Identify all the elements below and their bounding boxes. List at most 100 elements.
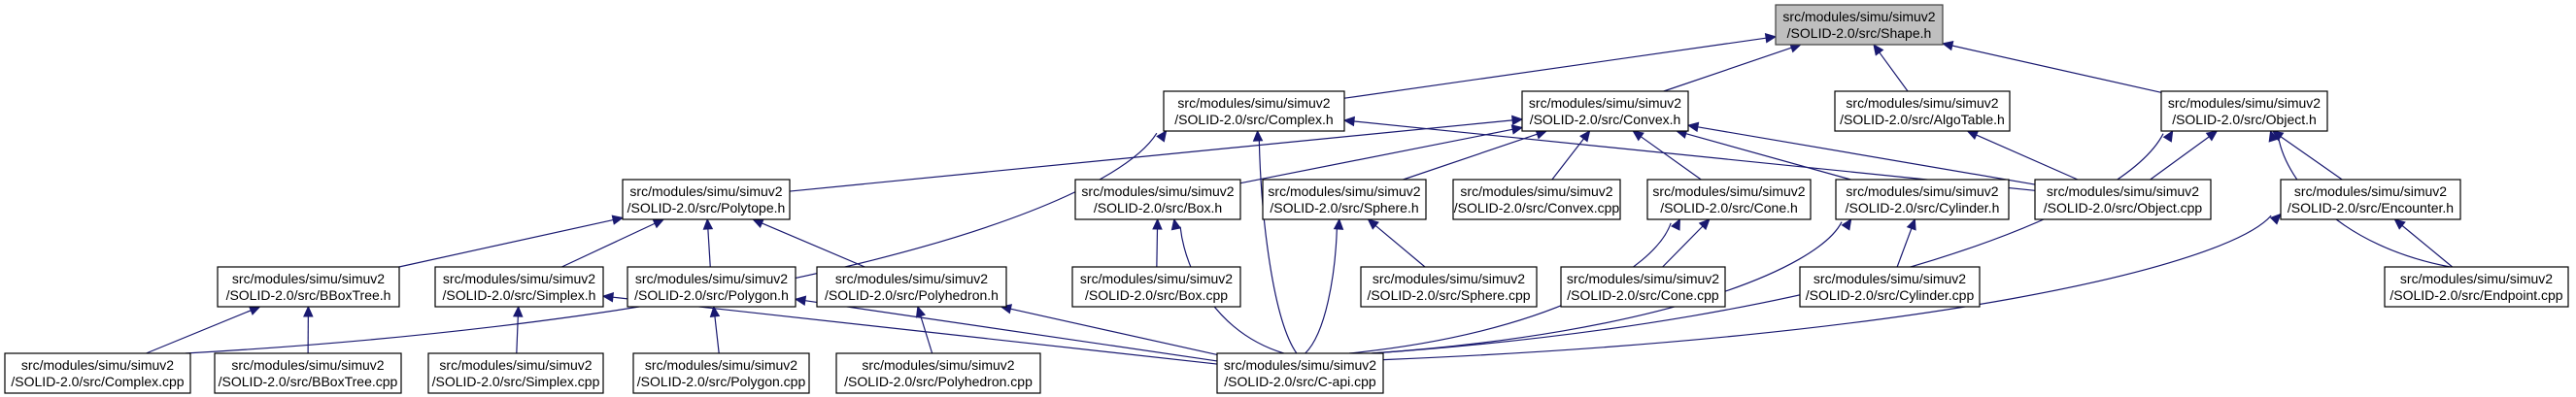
node-label-line1: src/modules/simu/simuv2 xyxy=(1460,183,1612,199)
node-label-line1: src/modules/simu/simuv2 xyxy=(1373,271,1525,286)
node-bboxtree-cpp[interactable]: src/modules/simu/simuv2/SOLID-2.0/src/BB… xyxy=(214,352,402,394)
edge-line xyxy=(2401,224,2454,268)
arrowhead-icon xyxy=(1367,218,1379,230)
node-polygon-h[interactable]: src/modules/simu/simuv2/SOLID-2.0/src/Po… xyxy=(627,266,797,308)
node-box xyxy=(1646,179,1812,220)
node-label-line1: src/modules/simu/simuv2 xyxy=(862,357,1014,373)
node-label-line1: src/modules/simu/simuv2 xyxy=(439,357,592,373)
edge-object-cpp-to-convex-h xyxy=(1686,121,2036,185)
node-simplex-h[interactable]: src/modules/simu/simuv2/SOLID-2.0/src/Si… xyxy=(434,266,604,308)
edge-line xyxy=(804,300,1218,362)
node-encounter-h[interactable]: src/modules/simu/simuv2/SOLID-2.0/src/En… xyxy=(2280,179,2461,220)
node-box-cpp[interactable]: src/modules/simu/simuv2/SOLID-2.0/src/Bo… xyxy=(1071,266,1241,308)
node-convex-cpp[interactable]: src/modules/simu/simuv2/SOLID-2.0/src/Co… xyxy=(1452,179,1621,220)
node-label-line2: /SOLID-2.0/src/Sphere.h xyxy=(1270,200,1418,215)
edge-line xyxy=(146,310,252,354)
edge-line xyxy=(1697,126,2036,185)
node-bboxtree-h[interactable]: src/modules/simu/simuv2/SOLID-2.0/src/BB… xyxy=(217,266,400,308)
node-box xyxy=(1834,90,2011,132)
node-box xyxy=(1560,266,1726,308)
edge-simplex-cpp-to-simplex-h xyxy=(513,305,524,354)
node-polytope-h[interactable]: src/modules/simu/simuv2/SOLID-2.0/src/Po… xyxy=(622,179,791,220)
node-convex-h[interactable]: src/modules/simu/simuv2/SOLID-2.0/src/Co… xyxy=(1521,90,1689,132)
node-sphere-cpp[interactable]: src/modules/simu/simuv2/SOLID-2.0/src/Sp… xyxy=(1360,266,1538,308)
edge-algotable-h-to-shape-h xyxy=(1873,44,1909,92)
edge-capi-cpp-to-polygon-h xyxy=(794,295,1218,362)
edge-polyhedron-h-to-polytope-h xyxy=(752,218,865,268)
edge-line xyxy=(920,315,933,354)
edge-line xyxy=(1951,45,2162,93)
node-box xyxy=(434,266,604,308)
edge-cylinder-h-to-convex-h xyxy=(1675,128,1851,181)
edge-convex-h-to-shape-h xyxy=(1663,43,1802,92)
node-label-line1: src/modules/simu/simuv2 xyxy=(232,271,385,286)
arrowhead-icon xyxy=(709,305,721,318)
node-object-h[interactable]: src/modules/simu/simuv2/SOLID-2.0/src/Ob… xyxy=(2160,90,2328,132)
node-simplex-cpp[interactable]: src/modules/simu/simuv2/SOLID-2.0/src/Si… xyxy=(427,352,604,394)
edge-line xyxy=(185,132,1158,354)
edge-complex-cpp-to-complex-h xyxy=(185,130,1168,354)
node-box-h[interactable]: src/modules/simu/simuv2/SOLID-2.0/src/Bo… xyxy=(1074,179,1241,220)
arrowhead-icon xyxy=(1764,33,1778,44)
edge-encounter-h-to-object-h xyxy=(2271,130,2343,181)
edge-line xyxy=(1305,228,1338,354)
edge-line xyxy=(2280,136,2343,181)
edge-sphere-cpp-to-sphere-h xyxy=(1367,218,1426,268)
edge-line xyxy=(1258,140,1298,354)
arrowhead-icon xyxy=(1686,121,1700,133)
node-algotable-h[interactable]: src/modules/simu/simuv2/SOLID-2.0/src/Al… xyxy=(1834,90,2011,132)
arrowhead-icon xyxy=(652,218,665,229)
node-label-line2: /SOLID-2.0/src/Polygon.h xyxy=(634,287,789,303)
arrowhead-icon xyxy=(1252,129,1264,142)
node-box xyxy=(816,266,1007,308)
node-cone-cpp[interactable]: src/modules/simu/simuv2/SOLID-2.0/src/Co… xyxy=(1560,266,1726,308)
edge-line xyxy=(1685,133,1851,181)
node-endpoint-cpp[interactable]: src/modules/simu/simuv2/SOLID-2.0/src/En… xyxy=(2384,266,2569,308)
nodes-layer: src/modules/simu/simuv2/SOLID-2.0/src/Sh… xyxy=(4,4,2569,394)
edge-line xyxy=(707,228,711,268)
node-label-line2: /SOLID-2.0/src/Endpoint.cpp xyxy=(2390,287,2562,303)
node-label-line1: src/modules/simu/simuv2 xyxy=(443,271,595,286)
node-polyhedron-cpp[interactable]: src/modules/simu/simuv2/SOLID-2.0/src/Po… xyxy=(835,352,1041,394)
node-label-line2: /SOLID-2.0/src/Shape.h xyxy=(1787,25,1932,41)
edge-line xyxy=(1156,228,1159,268)
node-box xyxy=(2034,179,2212,220)
arrowhead-icon xyxy=(2205,130,2219,142)
arrowhead-icon xyxy=(2393,218,2406,230)
arrowhead-icon xyxy=(752,218,764,228)
node-cylinder-h[interactable]: src/modules/simu/simuv2/SOLID-2.0/src/Cy… xyxy=(1835,179,2010,220)
node-label-line1: src/modules/simu/simuv2 xyxy=(635,271,788,286)
edge-line xyxy=(1662,225,1704,268)
edge-polyhedron-cpp-to-polyhedron-h xyxy=(915,305,933,354)
node-complex-cpp[interactable]: src/modules/simu/simuv2/SOLID-2.0/src/Co… xyxy=(4,352,191,394)
edge-capi-cpp-to-polyhedron-h xyxy=(1000,304,1218,356)
arrowhead-icon xyxy=(2268,129,2279,143)
node-label-line2: /SOLID-2.0/src/Cylinder.h xyxy=(1846,200,2000,215)
node-label-line2: /SOLID-2.0/src/Polyhedron.h xyxy=(825,287,999,303)
node-object-cpp[interactable]: src/modules/simu/simuv2/SOLID-2.0/src/Ob… xyxy=(2034,179,2212,220)
edge-convex-cpp-to-convex-h xyxy=(1551,130,1591,181)
node-capi-cpp[interactable]: src/modules/simu/simuv2/SOLID-2.0/src/C-… xyxy=(1216,352,1384,394)
node-label-line1: src/modules/simu/simuv2 xyxy=(1782,9,1935,24)
edge-endpoint-cpp-to-encounter-h xyxy=(2393,218,2454,268)
node-label-line2: /SOLID-2.0/src/AlgoTable.h xyxy=(1840,112,2005,127)
arrowhead-icon xyxy=(1906,217,1916,231)
node-box xyxy=(217,266,400,308)
node-polyhedron-h[interactable]: src/modules/simu/simuv2/SOLID-2.0/src/Po… xyxy=(816,266,1007,308)
node-shape-h[interactable]: src/modules/simu/simuv2/SOLID-2.0/src/Sh… xyxy=(1775,4,1944,46)
edge-capi-cpp-to-sphere-h xyxy=(1305,217,1344,354)
node-box xyxy=(2280,179,2461,220)
node-box xyxy=(632,352,810,394)
edge-line xyxy=(516,315,519,354)
node-cone-h[interactable]: src/modules/simu/simuv2/SOLID-2.0/src/Co… xyxy=(1646,179,1812,220)
node-label-line2: /SOLID-2.0/src/Convex.h xyxy=(1530,112,1681,127)
node-polygon-cpp[interactable]: src/modules/simu/simuv2/SOLID-2.0/src/Po… xyxy=(632,352,810,394)
node-complex-h[interactable]: src/modules/simu/simuv2/SOLID-2.0/src/Co… xyxy=(1163,90,1345,132)
edge-line xyxy=(762,222,865,268)
edge-capi-cpp-to-object-h xyxy=(1372,129,2174,354)
edge-line xyxy=(1372,133,2164,354)
node-sphere-h[interactable]: src/modules/simu/simuv2/SOLID-2.0/src/Sp… xyxy=(1262,179,1427,220)
node-cylinder-cpp[interactable]: src/modules/simu/simuv2/SOLID-2.0/src/Cy… xyxy=(1799,266,1981,308)
node-label-line1: src/modules/simu/simuv2 xyxy=(21,357,174,373)
edge-polygon-h-to-polytope-h xyxy=(702,217,714,268)
